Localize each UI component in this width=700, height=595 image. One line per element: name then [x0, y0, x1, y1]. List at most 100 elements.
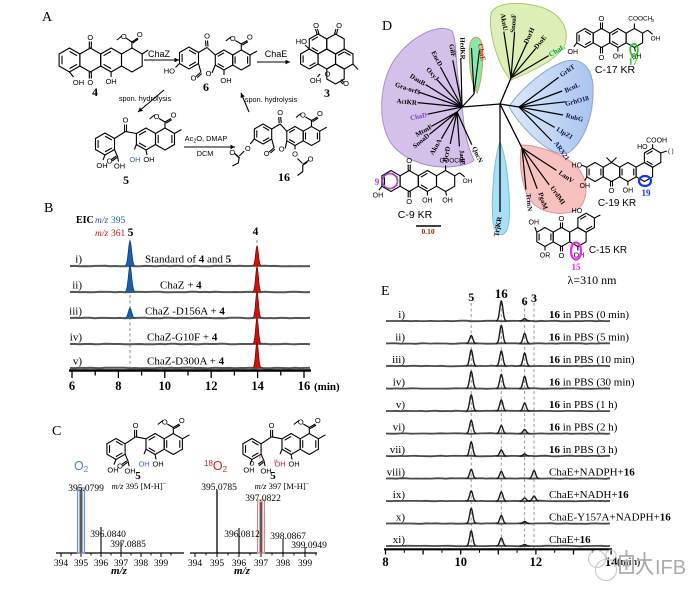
svg-text:6: 6: [522, 294, 528, 308]
svg-text:395: 395: [111, 216, 126, 226]
svg-text:O: O: [264, 149, 270, 158]
svg-text:O: O: [343, 79, 349, 88]
svg-text:O: O: [123, 116, 129, 125]
svg-text:O: O: [559, 214, 565, 223]
svg-text:ChaZ-D300A + 4: ChaZ-D300A + 4: [147, 356, 225, 368]
svg-text:HedKR: HedKR: [458, 37, 466, 60]
svg-text:O: O: [300, 111, 306, 120]
svg-text:OH: OH: [220, 76, 231, 85]
svg-text:OH: OH: [114, 162, 125, 171]
svg-text:O: O: [609, 186, 615, 195]
svg-text:O: O: [599, 53, 605, 62]
svg-text:DCM: DCM: [197, 149, 214, 158]
svg-text:v): v): [396, 399, 406, 411]
svg-text:8: 8: [382, 555, 388, 569]
svg-text:10: 10: [159, 379, 172, 393]
svg-text:12: 12: [530, 555, 543, 569]
svg-text:16: 16: [278, 170, 290, 184]
svg-text:OH: OH: [143, 155, 154, 164]
svg-text:E: E: [381, 284, 390, 299]
svg-text:OH: OH: [422, 198, 433, 205]
svg-text:TrjKR: TrjKR: [492, 215, 504, 237]
svg-text:OH: OH: [442, 198, 453, 205]
svg-text:396.0840: 396.0840: [90, 530, 126, 540]
svg-text:OH: OH: [107, 466, 118, 475]
svg-text:O: O: [117, 461, 123, 470]
svg-text:xi): xi): [393, 534, 406, 546]
svg-text:O: O: [230, 34, 236, 43]
svg-text:x): x): [396, 512, 406, 524]
svg-text:396: 396: [94, 559, 109, 569]
svg-text:OH: OH: [651, 35, 661, 42]
svg-text:spon. hydrolysis: spon. hydrolysis: [245, 95, 298, 104]
svg-text:OH: OH: [529, 219, 540, 226]
svg-text:OR: OR: [540, 253, 551, 260]
svg-text:17: 17: [629, 57, 639, 67]
svg-text:6: 6: [203, 80, 209, 94]
svg-text:16 in PBS (3 h): 16 in PBS (3 h): [549, 444, 618, 456]
svg-text:O: O: [277, 108, 283, 117]
svg-text:ii): ii): [72, 280, 82, 292]
svg-text:O: O: [315, 416, 321, 425]
svg-text:vii): vii): [390, 444, 406, 456]
svg-text:O: O: [87, 33, 93, 42]
svg-text:O: O: [279, 145, 285, 154]
svg-text:OH: OH: [580, 183, 591, 190]
svg-text:O: O: [191, 74, 197, 83]
svg-text:19: 19: [642, 188, 652, 198]
svg-text:3: 3: [651, 18, 654, 23]
svg-text:394: 394: [54, 559, 69, 569]
svg-text:394: 394: [188, 559, 203, 569]
svg-text:m/z: m/z: [111, 565, 128, 577]
svg-text:16 in PBS (5 min): 16 in PBS (5 min): [549, 332, 629, 344]
svg-text:OH: OH: [260, 466, 271, 475]
svg-text:O: O: [162, 418, 168, 427]
svg-text:O: O: [204, 32, 210, 41]
svg-text:ChaE-Y157A+NADPH+16: ChaE-Y157A+NADPH+16: [549, 512, 671, 524]
svg-text:16 in PBS (1 h): 16 in PBS (1 h): [549, 399, 618, 411]
svg-text:HO: HO: [572, 162, 583, 169]
svg-text:16 in PBS (0 min): 16 in PBS (0 min): [549, 309, 629, 321]
svg-text:16 in PBS (2 h): 16 in PBS (2 h): [549, 422, 618, 434]
svg-text:v): v): [73, 356, 83, 368]
svg-text:ChaZ + 4: ChaZ + 4: [160, 280, 202, 292]
svg-text:HO: HO: [296, 37, 307, 46]
svg-text:O: O: [107, 157, 113, 166]
svg-text:vi): vi): [393, 422, 406, 434]
svg-text:ChaE: ChaE: [265, 49, 288, 59]
svg-text:A: A: [42, 10, 53, 25]
svg-text:(min): (min): [617, 557, 640, 568]
svg-text:m/z 395 [M-H]−: m/z 395 [M-H]−: [112, 481, 167, 492]
svg-text:AknU: AknU: [499, 13, 509, 31]
svg-text:O: O: [559, 251, 565, 260]
svg-text:ActKR: ActKR: [396, 98, 417, 107]
svg-text:C-17 KR: C-17 KR: [595, 64, 636, 76]
svg-text:OH: OH: [631, 54, 642, 61]
svg-text:D: D: [250, 460, 255, 467]
svg-text:C-15 KR: C-15 KR: [589, 245, 627, 256]
svg-text:BcrD: BcrD: [442, 146, 452, 163]
svg-text:viii): viii): [387, 467, 406, 479]
svg-text:5: 5: [123, 173, 129, 187]
svg-text:O: O: [137, 30, 143, 39]
svg-text:OH: OH: [373, 192, 384, 199]
svg-text:OH: OH: [613, 54, 624, 61]
svg-text:399.0949: 399.0949: [291, 541, 327, 551]
svg-text:395.0785: 395.0785: [201, 483, 237, 493]
svg-text:iv): iv): [70, 332, 83, 344]
svg-text:B: B: [44, 201, 53, 216]
svg-text:O: O: [121, 32, 127, 41]
svg-text:10: 10: [454, 555, 467, 569]
svg-text:16 in PBS (10 min): 16 in PBS (10 min): [549, 354, 635, 366]
svg-text:O: O: [317, 109, 323, 118]
svg-text:IFB: IFB: [655, 557, 686, 579]
svg-text:O: O: [269, 421, 275, 430]
svg-text:5: 5: [128, 227, 134, 239]
svg-text:O: O: [87, 78, 93, 87]
svg-text:COOCH: COOCH: [628, 16, 653, 23]
svg-text:iii): iii): [392, 354, 405, 366]
svg-text:ChaE+NADPH+16: ChaE+NADPH+16: [549, 467, 635, 479]
svg-text:ChaE+NADH+16: ChaE+NADH+16: [549, 489, 629, 501]
svg-text:4: 4: [253, 226, 259, 238]
svg-text:14: 14: [251, 379, 264, 393]
